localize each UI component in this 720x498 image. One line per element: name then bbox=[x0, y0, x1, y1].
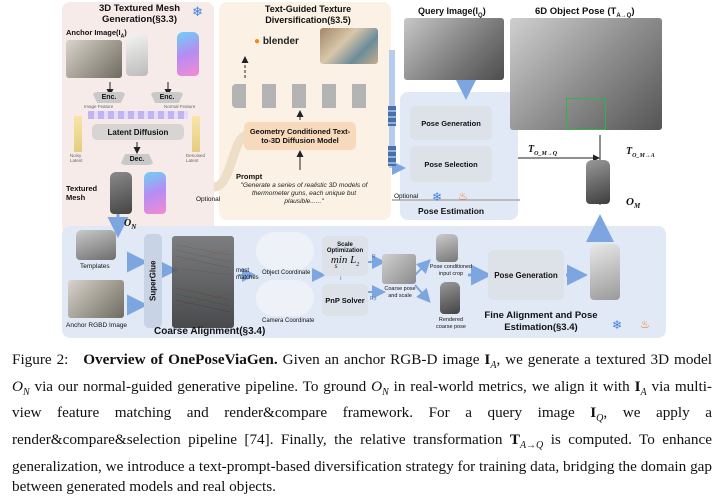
coarse-alignment-title: Coarse Alignment(§3.4) bbox=[154, 326, 266, 337]
caption-iq-sub: Q bbox=[596, 413, 604, 425]
noisy-latent-bar bbox=[74, 116, 82, 152]
caption-text-2: via our normal-guided generative pipelin… bbox=[29, 377, 372, 395]
prompt-text: "Generate a series of realistic 3D model… bbox=[240, 182, 368, 205]
snowflake-icon: ❄ bbox=[612, 318, 623, 332]
final-gun bbox=[590, 244, 620, 300]
templates-guns bbox=[76, 230, 116, 260]
pose-generation-bottom-box: Pose Generation bbox=[488, 250, 564, 300]
caption-text-1b: , we generate a textured 3D model bbox=[496, 351, 712, 368]
normal-feature-label: Normal Feature bbox=[164, 104, 196, 109]
pipeline-figure: 3D Textured Mesh Generation(§3.3) Text-G… bbox=[62, 2, 666, 338]
caption-t-sub: A→Q bbox=[519, 439, 544, 451]
coarse-pose-photo bbox=[382, 254, 416, 284]
query-image-photo bbox=[404, 18, 504, 80]
caption-ia2: I bbox=[634, 377, 641, 395]
pose-generation-top-box: Pose Generation bbox=[410, 106, 492, 140]
anchor-image-label: Anchor Image(IA) bbox=[66, 28, 127, 40]
mesh-generation-title: 3D Textured Mesh Generation(§3.3) bbox=[98, 3, 181, 25]
pose-6d-photo bbox=[510, 18, 662, 130]
geometry-conditioned-model: Geometry Conditioned Text-to-3D Diffusio… bbox=[244, 122, 356, 150]
anchor-rgbd-label: Anchor RGBD Image bbox=[66, 322, 128, 329]
image-feature-label: Image Feature bbox=[84, 104, 114, 109]
t-om-a-label: TO_M→A bbox=[626, 146, 655, 159]
r-label: R bbox=[372, 254, 376, 260]
caption-on-sub: N bbox=[22, 386, 30, 398]
figure-caption: Figure 2: Overview of OnePoseViaGen. Giv… bbox=[12, 350, 712, 498]
normal-mesh-gun bbox=[144, 172, 166, 214]
rendered-coarse-label: Rendered coarse pose bbox=[436, 317, 466, 330]
query-image-title: Query Image(IQ) bbox=[418, 6, 486, 19]
most-matches-label: most matches bbox=[236, 268, 259, 281]
anchor-gun-thumb bbox=[126, 34, 148, 76]
feature-grid-bottom bbox=[388, 146, 396, 166]
templates-label: Templates bbox=[80, 263, 110, 270]
match-views bbox=[172, 236, 234, 328]
rt-label: R,t bbox=[370, 296, 377, 302]
caption-on: O bbox=[12, 377, 23, 395]
o-m-gun bbox=[586, 160, 610, 204]
object-coordinate-label: Object Coordinate bbox=[262, 270, 311, 276]
superglue-box: SuperGlue bbox=[144, 234, 162, 328]
feature-strip bbox=[88, 111, 188, 119]
caption-text-2b: in real-world metrics, we align it with bbox=[388, 377, 635, 395]
o-m-label: OM bbox=[626, 196, 641, 211]
scale-optimization-box: Scale Optimization min L2 s bbox=[322, 236, 368, 276]
anchor-image-photo bbox=[66, 40, 122, 78]
optional-right-label: Optional bbox=[394, 193, 419, 200]
coarse-pose-label: Coarse pose and scale bbox=[384, 286, 416, 299]
prompt-title: Prompt bbox=[236, 172, 263, 181]
caption-ia-sub: A bbox=[490, 360, 497, 372]
normal-gun-thumb bbox=[177, 32, 199, 76]
object-coordinate-view bbox=[256, 232, 314, 270]
camera-coordinate-view bbox=[256, 280, 314, 316]
decoder-box: Dec. bbox=[120, 154, 154, 165]
caption-t: T bbox=[509, 430, 520, 448]
caption-iq: I bbox=[590, 404, 597, 422]
t-om-q-label: TO_M→Q bbox=[528, 144, 558, 157]
noisy-latent-label: Noisy Latent bbox=[70, 153, 83, 163]
latent-diffusion-box: Latent Diffusion bbox=[92, 124, 184, 140]
denoised-latent-label: Denoised Latent bbox=[186, 153, 206, 163]
camera-coordinate-label: Camera Coordinate bbox=[262, 318, 315, 324]
blender-logo-icon: ● blender bbox=[254, 36, 299, 47]
caption-label: Figure 2: bbox=[12, 351, 69, 368]
snowflake-icon: ❄ bbox=[432, 190, 443, 204]
t-label: t bbox=[340, 276, 342, 282]
pose-cond-crop-label: Pose conditioned input crop bbox=[429, 264, 473, 277]
optional-left-label: Optional bbox=[196, 196, 221, 203]
caption-title: Overview of OnePoseViaGen. bbox=[83, 351, 278, 368]
pnp-solver-box: PnP Solver bbox=[322, 284, 368, 316]
texture-diversification-title: Text-Guided Texture Diversification(§3.5… bbox=[264, 4, 352, 25]
anchor-rgbd-photo bbox=[68, 280, 124, 318]
pose-bbox bbox=[566, 98, 606, 130]
o-n-label: ON bbox=[124, 218, 137, 231]
denoised-latent-bar bbox=[192, 116, 200, 152]
encoder-left: Enc. bbox=[92, 92, 126, 103]
encoder-right: Enc. bbox=[150, 92, 184, 103]
pose-cond-crop-gun bbox=[436, 234, 458, 262]
textured-mesh-label: Textured Mesh bbox=[66, 184, 98, 202]
flame-icon: ♨ bbox=[640, 319, 650, 331]
caption-text-4: , we apply a render&compare&selection pi… bbox=[12, 404, 712, 448]
textured-mesh-gun bbox=[110, 172, 132, 214]
flame-icon: ♨ bbox=[458, 191, 468, 203]
caption-ia2-sub: A bbox=[640, 386, 647, 398]
pose-6d-title: 6D Object Pose (TA→Q) bbox=[535, 6, 635, 19]
pose-selection-box: Pose Selection bbox=[410, 146, 492, 182]
pose-estimation-title: Pose Estimation bbox=[418, 206, 485, 216]
fine-alignment-title: Fine Alignment and Pose Estimation(§3.4) bbox=[484, 310, 598, 333]
caption-on2: O bbox=[371, 377, 383, 395]
caption-text-3: via multi-view feature matching and rend… bbox=[12, 377, 712, 422]
snowflake-icon: ❄ bbox=[192, 4, 203, 19]
rendered-coarse-gun bbox=[440, 282, 460, 314]
caption-ia: I bbox=[484, 351, 491, 368]
texture-swatches bbox=[320, 28, 378, 64]
caption-on2-sub: N bbox=[382, 386, 389, 398]
feature-grid-top bbox=[388, 106, 396, 126]
caption-text-1: Given an anchor RGB-D image bbox=[277, 351, 485, 368]
rendered-guns-row bbox=[232, 84, 382, 108]
